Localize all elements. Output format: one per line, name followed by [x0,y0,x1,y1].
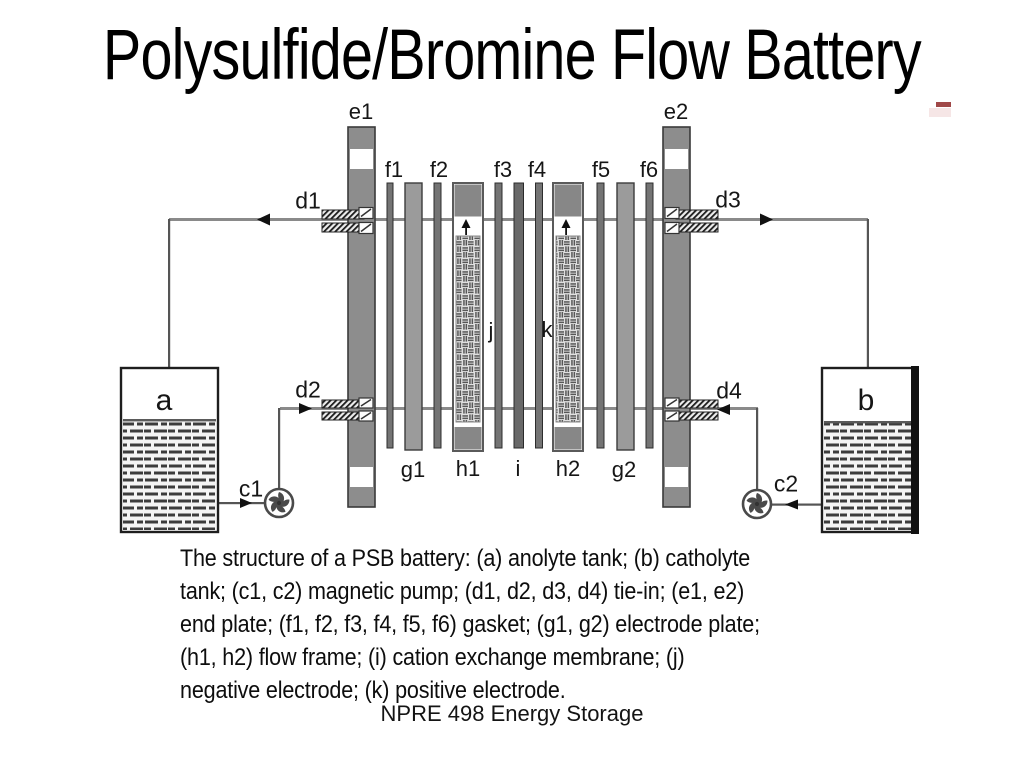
label-j: j [488,318,494,343]
caption-line: negative electrode; (k) positive electro… [180,677,566,704]
label-f1: f1 [384,157,404,182]
scan-artifact-red-dash [936,102,951,107]
membrane-i [513,182,524,449]
pump-c1-icon [265,489,293,517]
caption-line: end plate; (f1, f2, f3, f4, f5, f6) gask… [180,611,760,638]
label-d1: d1 [295,187,321,214]
label-b: b [857,384,875,417]
flow-up-arrow [561,219,571,228]
label-f5: f5 [591,157,611,182]
label-h2: h2 [555,456,581,481]
arrow-tank-b-to-pump [785,499,798,510]
tie-in-d1 [321,206,374,235]
tie-in-d2 [321,397,374,422]
end-plate-e2 [662,126,691,508]
label-d2: d2 [295,376,321,403]
label-a: a [155,384,173,417]
label-g2: g2 [611,457,637,482]
negative-electrode-j [455,235,481,423]
electrode-plate-g2 [616,182,635,451]
label-e1: e1 [348,99,374,124]
gasket-f1 [386,182,394,449]
cell-stack [386,182,654,452]
label-f4: f4 [527,157,547,182]
arrow-into-d4 [717,404,730,415]
tie-in-d3 [664,206,719,235]
arrow-to-tank-b [760,213,773,226]
label-c1: c1 [238,475,264,502]
slide-title: Polysulfide/Bromine Flow Battery [103,15,922,95]
flow-up-arrow [461,219,471,228]
label-k: k [541,317,553,342]
flow-frame-h2 [552,182,584,452]
caption-line: (h1, h2) flow frame; (i) cation exchange… [180,644,685,671]
slide-footer: NPRE 498 Energy Storage [380,701,644,726]
scan-artifact-smudge [929,108,951,117]
arrow-to-tank-a [257,213,270,226]
label-c2: c2 [773,470,799,497]
flow-frame-h1 [452,182,484,452]
label-h1: h1 [455,456,481,481]
gasket-f6 [645,182,654,449]
end-plate-e1 [347,126,376,508]
catholyte-tank-b [820,366,919,534]
arrow-into-d2 [299,403,312,414]
gasket-f5 [596,182,605,449]
label-e2: e2 [663,99,689,124]
pump-c2-icon [743,490,771,518]
anolyte-tank-a [119,366,220,534]
label-d4: d4 [716,377,742,404]
gasket-f3 [494,182,503,449]
tie-in-d4 [664,397,719,422]
arrow-tank-a-to-pump [240,498,252,508]
gasket-f4 [535,182,543,449]
title-bar: Polysulfide/Bromine Flow Battery [0,15,1024,95]
gasket-f2 [433,182,442,449]
flow-arrows [240,213,798,510]
caption-line: The structure of a PSB battery: (a) anol… [180,545,751,572]
label-f2: f2 [429,157,449,182]
label-d3: d3 [715,186,741,213]
figure-caption: The structure of a PSB battery: (a) anol… [180,542,900,707]
label-f6: f6 [639,157,659,182]
electrode-plate-g1 [404,182,423,451]
label-i: i [515,456,521,481]
positive-electrode-k [555,235,581,423]
caption-line: tank; (c1, c2) magnetic pump; (d1, d2, d… [180,578,745,605]
label-f3: f3 [493,157,513,182]
label-g1: g1 [400,457,426,482]
